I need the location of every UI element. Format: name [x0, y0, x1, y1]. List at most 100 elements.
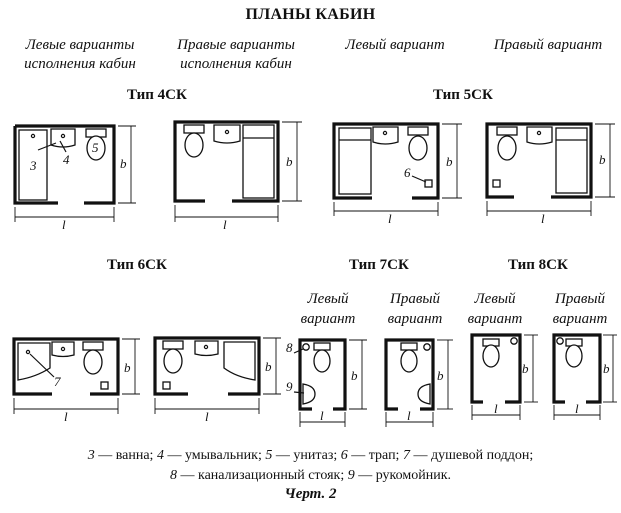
- wall: [15, 124, 116, 205]
- shower-tray-icon: [223, 341, 256, 381]
- dim-label-length: l: [388, 211, 392, 226]
- wall: [552, 333, 602, 404]
- dim-label-length: l: [205, 409, 209, 424]
- legend-num: 8: [169, 468, 177, 483]
- legend-num: 6: [340, 448, 348, 463]
- dim-label-length: l: [541, 211, 545, 226]
- plan-5sk-left: 6 l b: [332, 122, 462, 226]
- legend-num: 9: [347, 468, 355, 483]
- toilet-tank-icon: [183, 124, 205, 134]
- type-6sk-label: Тип 6СК: [107, 257, 167, 273]
- legend-text: — канализационный стояк;: [176, 468, 348, 483]
- callout-8: 8: [286, 340, 293, 355]
- floor-drain-icon: [162, 381, 171, 390]
- wall: [173, 120, 280, 203]
- legend-num: 7: [402, 448, 410, 463]
- figure-caption: Черт. 2: [284, 486, 337, 502]
- legend-line-1: 3 — ванна; 4 — умывальник; 5 — унитаз; 6…: [0, 445, 621, 466]
- legend-text: — трап;: [347, 448, 403, 463]
- dim-label-width: b: [265, 359, 272, 374]
- callout-7: 7: [54, 374, 61, 389]
- legend-num: 5: [265, 448, 273, 463]
- callout-3: 3: [29, 158, 37, 173]
- dim-label-width: b: [446, 154, 453, 169]
- variant-left-line1: Левый: [307, 291, 349, 307]
- sewer-riser-icon: [302, 343, 310, 351]
- shower-drain-icon: [25, 349, 31, 355]
- header-right-variants-line2: исполнения кабин: [180, 56, 292, 72]
- wall: [485, 122, 593, 199]
- dim-label-length: l: [494, 401, 498, 416]
- wall: [384, 338, 435, 411]
- leader-line: [411, 175, 427, 183]
- plan-8sk-right: l b: [552, 333, 617, 420]
- leader-line: [293, 391, 305, 394]
- floor-drain-icon: [424, 179, 433, 188]
- variant-left-line1: Левый: [474, 291, 516, 307]
- toilet-tank-icon: [313, 342, 331, 351]
- shower-tray-icon: [17, 342, 51, 381]
- washbasin-drain-icon: [224, 129, 230, 135]
- dim-label-width: b: [437, 368, 444, 383]
- variant-right-line1: Правый: [389, 291, 440, 307]
- dim-label-width: b: [124, 360, 131, 375]
- bathtub-icon: [555, 127, 588, 194]
- toilet-tank-icon: [162, 340, 184, 350]
- washbasin-icon: [372, 126, 399, 145]
- bathtub-icon: [338, 127, 372, 195]
- plan-7sk-left: 8 9 l b: [286, 338, 367, 427]
- washbasin-drain-icon: [382, 130, 388, 136]
- sewer-riser-icon: [510, 337, 518, 345]
- floor-drain-icon: [492, 179, 501, 188]
- variant-left-line2: вариант: [300, 311, 356, 327]
- type-4sk-label: Тип 4СК: [127, 87, 187, 103]
- wall: [12, 337, 120, 396]
- toilet-icon: [86, 135, 106, 161]
- legend-text: — ванна;: [94, 448, 157, 463]
- variant-right-line2: вариант: [552, 311, 608, 327]
- bathtub-icon: [242, 124, 275, 199]
- sewer-riser-icon: [423, 343, 431, 351]
- dim-label-width: b: [120, 156, 127, 171]
- dim-label-width: b: [522, 361, 529, 376]
- toilet-icon: [83, 349, 103, 375]
- toilet-icon: [400, 349, 418, 373]
- header-left-variant: Левый вариант: [345, 37, 445, 53]
- type-8sk-right-variant-label: Правый вариант: [540, 289, 620, 329]
- toilet-icon: [184, 132, 204, 158]
- legend-text: — умывальник;: [163, 448, 266, 463]
- plan-5sk-right: l b: [485, 122, 615, 226]
- wall: [470, 333, 522, 404]
- toilet-icon: [313, 349, 331, 373]
- header-right-variant: Правый вариант: [493, 37, 603, 53]
- header-left-variants: Левые варианты исполнения кабин: [10, 36, 150, 74]
- leader-line: [293, 348, 304, 354]
- type-5sk-label: Тип 5СК: [433, 87, 493, 103]
- legend-text: — унитаз;: [272, 448, 341, 463]
- bathtub-icon: [18, 129, 48, 201]
- callout-4: 4: [63, 152, 70, 167]
- wall: [13, 126, 58, 205]
- type-7sk-left-variant-label: Левый вариант: [292, 289, 364, 329]
- toilet-tank-icon: [407, 126, 429, 136]
- type-7sk-label: Тип 7СК: [349, 257, 409, 273]
- dim-label-length: l: [407, 408, 411, 423]
- plan-7sk-right: l b: [384, 338, 453, 427]
- toilet-icon: [408, 135, 428, 161]
- leader-line: [37, 142, 57, 151]
- callout-9: 9: [286, 379, 293, 394]
- dim-label-width: b: [603, 361, 610, 376]
- washbasin-drain-icon: [60, 346, 66, 352]
- leader-line: [29, 353, 55, 378]
- plan-4sk-left: 3 4 5 l b: [13, 124, 136, 232]
- washbasin-icon: [51, 341, 75, 358]
- dim-label-length: l: [62, 217, 66, 232]
- header-right-variants: Правые варианты исполнения кабин: [162, 36, 310, 74]
- wall: [298, 338, 347, 411]
- variant-right-line2: вариант: [387, 311, 443, 327]
- legend-num: 3: [87, 448, 95, 463]
- dim-label-length: l: [575, 401, 579, 416]
- page-title: ПЛАНЫ КАБИН: [245, 6, 376, 23]
- wall: [332, 122, 440, 200]
